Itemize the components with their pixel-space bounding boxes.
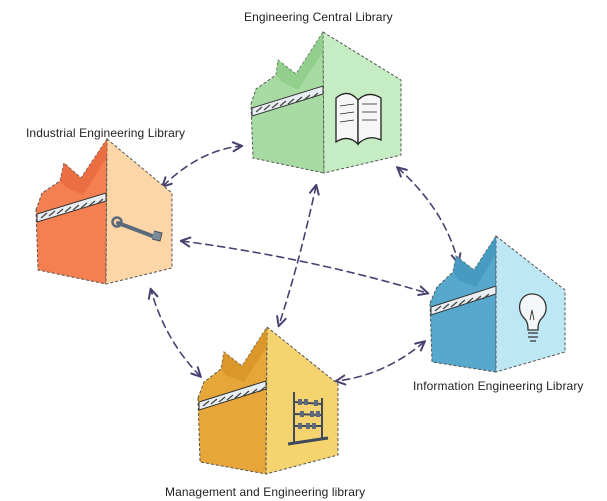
building-roof [453, 236, 496, 287]
building-industrial [35, 137, 173, 285]
label-management-library: Management and Engineering library [165, 485, 366, 499]
window-pattern [40, 198, 104, 219]
building-roof [276, 32, 323, 90]
label-central-library: Engineering Central Library [244, 10, 393, 24]
arrow-central-management [279, 186, 316, 325]
window-pattern [434, 293, 490, 312]
window-pattern [255, 92, 319, 113]
light-bulb-icon [518, 293, 547, 342]
building-roof [221, 327, 267, 382]
abacus-icon [287, 392, 329, 446]
arrow-central-information [398, 168, 458, 262]
building-window-band [36, 192, 107, 223]
label-industrial-library: Industrial Engineering Library [26, 126, 186, 140]
label-information-library: Information Engineering Library [413, 379, 584, 393]
building-window-band [251, 85, 324, 117]
arrow-information-management [337, 342, 424, 381]
building-central [250, 30, 402, 174]
building-side [105, 137, 173, 285]
open-book-icon [335, 92, 382, 146]
arrow-industrial-central [163, 146, 241, 186]
building-roof [60, 139, 107, 195]
connection-arrows [151, 146, 458, 381]
building-management [197, 325, 339, 475]
building-information [429, 234, 566, 373]
arrow-industrial-information [182, 241, 427, 293]
window-pattern [202, 386, 266, 407]
arrow-management-industrial [151, 290, 200, 376]
wrench-icon [111, 216, 163, 242]
